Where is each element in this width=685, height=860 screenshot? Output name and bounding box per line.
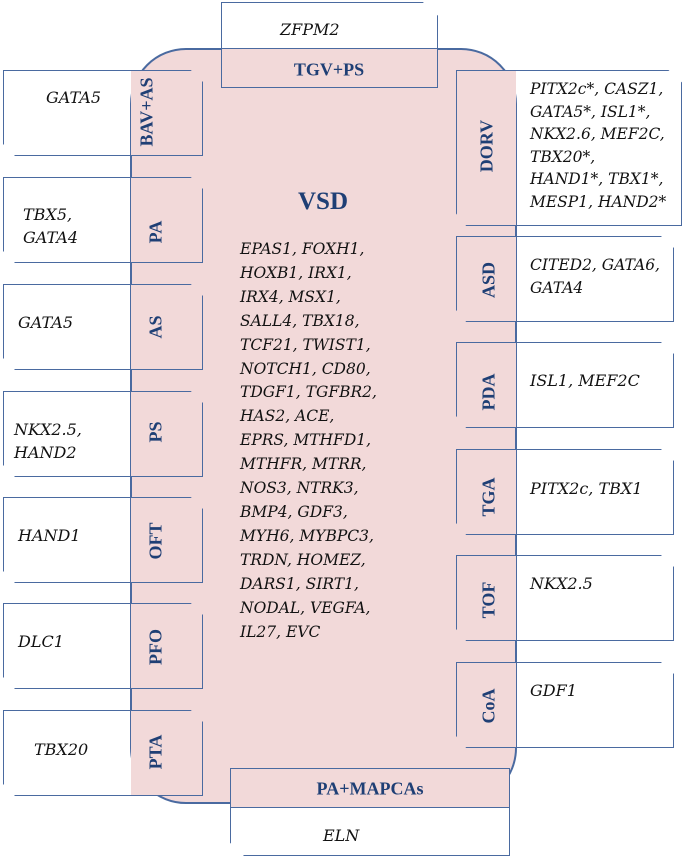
left-genes-pa: TBX5, GATA4 [23,205,78,247]
left-tab-bav-as [131,70,203,156]
top-genes: ZFPM2 [280,20,340,39]
left-label-pta: PTA [145,734,166,770]
right-label-asd: ASD [478,261,499,299]
left-tab-pfo [131,603,203,689]
right-tab-dorv [456,70,516,226]
right-genes-tga: PITX2c, TBX1 [530,479,643,498]
bottom-genes: ELN [323,826,360,845]
left-tab-pta [131,710,203,796]
left-label-as: AS [145,315,166,339]
right-genes-tof: NKX2.5 [530,574,593,593]
right-genes-dorv: PITX2c*, CASZ1, GATA5*, ISL1*, NKX2.6, M… [530,80,667,211]
left-genes-oft: HAND1 [18,526,81,545]
left-tab-oft [131,497,203,583]
right-label-dorv: DORV [476,119,497,173]
right-label-tga: TGA [478,477,499,517]
right-tab-asd [456,236,516,322]
left-tab-as [131,284,203,370]
left-genes-pta: TBX20 [34,740,89,759]
right-tab-pda [456,342,516,428]
bottom-label-tab [230,768,510,808]
left-label-pfo: PFO [145,629,166,665]
right-tab-tof [456,555,516,641]
left-genes-pfo: DLC1 [18,632,64,651]
top-label-tab [221,49,438,88]
left-label-oft: OFT [145,522,166,560]
left-label-ps: PS [145,421,166,443]
right-label-coa: CoA [478,688,499,724]
bottom-label: PA+MAPCAs [316,778,424,799]
right-tab-tga [456,449,516,535]
top-label: TGV+PS [293,59,365,80]
left-genes-as: GATA5 [18,313,73,332]
right-label-tof: TOF [478,581,499,619]
left-genes-ps: NKX2.5, HAND2 [14,420,82,462]
right-label-pda: PDA [478,373,499,411]
right-tab-coa [456,662,516,748]
right-genes-coa: GDF1 [530,681,577,700]
right-genes-asd: CITED2, GATA6, GATA4 [530,256,660,297]
left-genes-bav-as: GATA5 [46,88,101,107]
left-label-pa: PA [145,220,166,244]
left-tab-ps [131,391,203,477]
right-genes-pda: ISL1, MEF2C [530,371,640,390]
left-label-bav-as: BAV+AS [136,77,157,147]
left-tab-pa [131,177,203,263]
vsd-gene-list: EPAS1, FOXH1, HOXB1, IRX1, IRX4, MSX1, S… [240,240,377,641]
vsd-title: VSD [297,188,349,215]
